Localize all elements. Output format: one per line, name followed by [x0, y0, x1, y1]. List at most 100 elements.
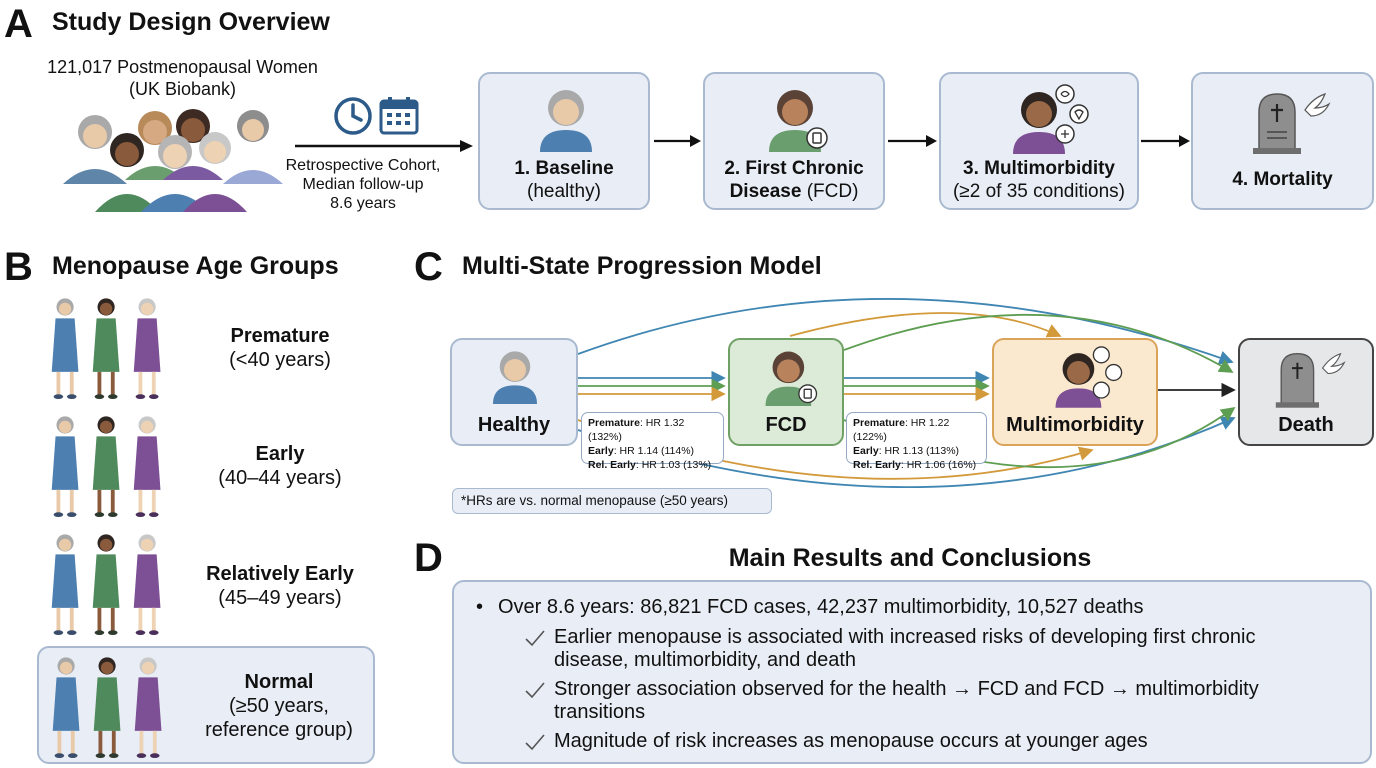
hr-fm-value-2: HR 1.13 (113%) — [884, 445, 960, 457]
group-relearly: Relatively Early (45–49 years) — [190, 562, 370, 610]
relearly-women-icon — [46, 531, 170, 637]
group-normal-range: (≥50 years, — [229, 695, 329, 717]
group-premature-range: (<40 years) — [229, 349, 331, 371]
state-fcd-icon — [765, 351, 818, 406]
stage-baseline: 1. Baseline (healthy) — [478, 72, 650, 210]
checkmark-icon — [525, 682, 545, 699]
check-1-line1: Earlier menopause is associated with inc… — [554, 626, 1256, 648]
stage-fcd-title: 2. First Chronic — [724, 158, 864, 179]
state-healthy-label: Healthy — [477, 414, 551, 436]
population-label: 121,017 Postmenopausal Women (UK Biobank… — [20, 56, 345, 100]
stage-mortality-title: 4. Mortality — [1232, 169, 1333, 190]
tombstone-icon — [1253, 93, 1331, 154]
stage-baseline-title: 1. Baseline — [514, 158, 614, 179]
stage-baseline-subtitle: (healthy) — [527, 181, 601, 202]
state-death-icon — [1275, 352, 1346, 408]
checkmark-icon — [525, 734, 545, 751]
group-normal-range2: reference group) — [205, 719, 353, 741]
group-premature: Premature (<40 years) — [190, 324, 370, 372]
design-line1: Retrospective Cohort, — [285, 157, 441, 174]
normal-women-icon — [47, 654, 171, 760]
state-fcd: FCD — [728, 338, 844, 446]
hr-box-healthy-fcd: Premature: HR 1.32 (132%) Early: HR 1.14… — [581, 412, 724, 471]
hr-fm-row-3: Rel. Early: HR 1.06 (16%) — [853, 459, 977, 471]
results-check-3: Magnitude of risk increases as menopause… — [524, 730, 1364, 753]
stage-multi-title: 3. Multimorbidity — [963, 158, 1115, 179]
design-line3: 8.6 years — [330, 195, 396, 212]
hr-hf-value-1: HR 1.32 (132%) — [588, 417, 685, 443]
early-women-icon — [46, 413, 170, 519]
hr-fm-value-1: HR 1.22 (122%) — [853, 417, 950, 443]
premature-women-icon — [46, 295, 170, 401]
stage-fcd-title2: Disease — [729, 181, 802, 202]
results-check-1: Earlier menopause is associated with inc… — [524, 626, 1364, 672]
hr-fm-label-1: Premature — [853, 417, 905, 429]
women-group-illustration — [63, 109, 283, 212]
check-2-text: Stronger association observed for the he… — [554, 678, 1364, 724]
healthy-woman-icon — [540, 90, 592, 152]
hr-hf-row-3: Rel. Early: HR 1.03 (13%) — [588, 459, 712, 471]
state-healthy-icon — [492, 351, 538, 404]
check-2-line2: transitions — [554, 701, 646, 723]
group-early: Early (40–44 years) — [190, 442, 370, 490]
results-bullet: •Over 8.6 years: 86,821 FCD cases, 42,23… — [476, 596, 1356, 619]
results-box: •Over 8.6 years: 86,821 FCD cases, 42,23… — [452, 580, 1372, 764]
state-death: Death — [1238, 338, 1374, 446]
hr-hf-label-3: Rel. Early — [588, 459, 636, 471]
population-line2: (UK Biobank) — [128, 79, 237, 99]
panel-a-letter: A — [4, 2, 33, 46]
panel-d-title: Main Results and Conclusions — [728, 544, 1092, 572]
state-fcd-label: FCD — [765, 414, 807, 436]
check-2-line1: Stronger association observed for the he… — [554, 678, 1259, 700]
population-line1: 121,017 Postmenopausal Women — [47, 57, 318, 77]
checkmark-icon — [525, 630, 545, 647]
group-relearly-name: Relatively Early — [206, 563, 354, 585]
group-relearly-range: (45–49 years) — [218, 587, 342, 609]
state-death-label: Death — [1278, 414, 1334, 436]
group-normal-box: Normal (≥50 years, reference group) — [37, 646, 375, 764]
hr-fm-value-3: HR 1.06 (16%) — [906, 459, 977, 471]
state-multi-label: Multimorbidity — [1006, 414, 1144, 436]
stage-multi-text: 3. Multimorbidity (≥2 of 35 conditions) — [941, 157, 1137, 203]
check-3-line1: Magnitude of risk increases as menopause… — [554, 730, 1148, 752]
group-early-range: (40–44 years) — [218, 467, 342, 489]
check-1-text: Earlier menopause is associated with inc… — [554, 626, 1364, 672]
hr-fm-row-2: Early: HR 1.13 (113%) — [853, 445, 960, 457]
arrow-3-4 — [1141, 135, 1190, 147]
calendar-icon — [379, 97, 419, 135]
hr-footnote: *HRs are vs. normal menopause (≥50 years… — [452, 488, 772, 514]
state-healthy: Healthy — [450, 338, 578, 446]
stage-mortality: 4. Mortality — [1191, 72, 1374, 210]
study-design-label: Retrospective Cohort, Median follow-up 8… — [278, 156, 448, 213]
check-1-line2: disease, multimorbidity, and death — [554, 649, 857, 671]
hr-hf-value-3: HR 1.03 (13%) — [641, 459, 712, 471]
group-premature-name: Premature — [230, 325, 330, 347]
hr-hf-row-2: Early: HR 1.14 (114%) — [588, 445, 695, 457]
stage-fcd-text: 2. First Chronic Disease (FCD) — [705, 157, 883, 203]
stage-fcd-title2-line: Disease (FCD) — [705, 180, 883, 203]
hr-box-fcd-multi: Premature: HR 1.22 (122%) Early: HR 1.13… — [846, 412, 987, 471]
panel-c-letter: C — [414, 245, 443, 289]
clock-icon — [334, 97, 372, 135]
group-normal: Normal (≥50 years, reference group) — [189, 670, 369, 742]
stage-baseline-text: 1. Baseline (healthy) — [480, 157, 648, 203]
hr-fm-label-3: Rel. Early — [853, 459, 901, 471]
multimorbidity-woman-icon — [1013, 84, 1089, 154]
hr-fm-label-2: Early — [853, 445, 879, 457]
timeline-arrow — [295, 140, 473, 152]
arrow-1-2 — [654, 135, 701, 147]
panel-d-letter: D — [414, 536, 443, 580]
fcd-woman-icon — [769, 90, 828, 152]
stage-fcd: 2. First Chronic Disease (FCD) — [703, 72, 885, 210]
transition-arrows — [577, 298, 1236, 489]
panel-a-title: Study Design Overview — [52, 8, 330, 36]
hr-hf-row-1: Premature: HR 1.32 (132%) — [588, 417, 685, 443]
hr-hf-label-2: Early — [588, 445, 614, 457]
hr-fm-row-1: Premature: HR 1.22 (122%) — [853, 417, 950, 443]
panel-c-title: Multi-State Progression Model — [462, 252, 822, 280]
group-normal-name: Normal — [244, 671, 314, 693]
design-line2: Median follow-up — [302, 176, 424, 193]
hr-hf-label-1: Premature — [588, 417, 640, 429]
state-multimorbidity: Multimorbidity — [992, 338, 1158, 446]
results-bullet-text: Over 8.6 years: 86,821 FCD cases, 42,237… — [498, 596, 1144, 618]
